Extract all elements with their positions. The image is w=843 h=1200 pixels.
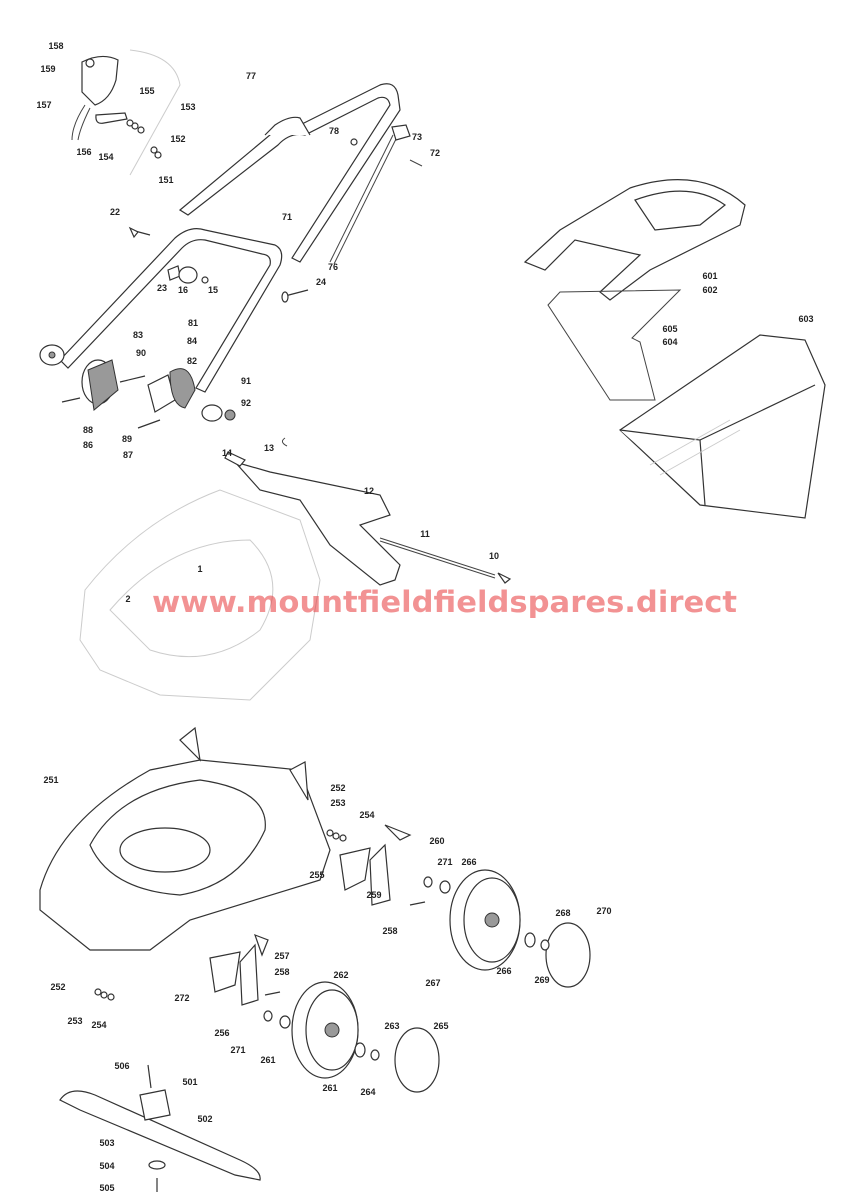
part-number-label: 601	[702, 271, 717, 281]
part-number-label: 261	[322, 1083, 337, 1093]
part-number-label: 255	[309, 870, 324, 880]
part-number-label: 153	[180, 102, 195, 112]
part-number-label: 71	[282, 212, 292, 222]
watermark-text: www.mountfieldfieldspares.direct	[152, 585, 737, 619]
part-number-label: 604	[662, 337, 677, 347]
part-number-label: 92	[241, 398, 251, 408]
part-number-label: 156	[76, 147, 91, 157]
part-number-label: 253	[67, 1016, 82, 1026]
part-number-label: 258	[274, 967, 289, 977]
part-number-label: 271	[437, 857, 452, 867]
part-number-label: 151	[158, 175, 173, 185]
part-number-label: 13	[264, 443, 274, 453]
part-number-label: 11	[420, 529, 430, 539]
handle-knobs	[39, 344, 236, 429]
part-number-label: 91	[241, 376, 251, 386]
part-number-label: 257	[274, 951, 289, 961]
part-number-label: 154	[98, 152, 113, 162]
throttle-lever	[71, 49, 181, 176]
small-hardware	[128, 124, 423, 303]
part-number-label: 12	[364, 486, 374, 496]
grass-bag-frame	[547, 289, 682, 401]
part-number-label: 89	[122, 434, 132, 444]
part-number-label: 254	[359, 810, 374, 820]
cable-rod	[329, 134, 398, 265]
part-number-label: 602	[702, 285, 717, 295]
part-number-label: 271	[230, 1045, 245, 1055]
part-number-label: 253	[330, 798, 345, 808]
part-number-label: 10	[489, 551, 499, 561]
part-number-label: 152	[170, 134, 185, 144]
part-number-label: 1	[197, 564, 202, 574]
part-number-label: 159	[40, 64, 55, 74]
grass-box	[619, 334, 826, 519]
part-number-label: 605	[662, 324, 677, 334]
cutting-blade	[59, 1064, 261, 1192]
part-number-label: 266	[461, 857, 476, 867]
rear-wheel	[423, 869, 591, 988]
part-number-label: 266	[496, 966, 511, 976]
part-number-label: 252	[330, 783, 345, 793]
part-number-label: 83	[133, 330, 143, 340]
part-number-label: 16	[178, 285, 188, 295]
part-number-label: 506	[114, 1061, 129, 1071]
part-number-label: 267	[425, 978, 440, 988]
part-number-label: 88	[83, 425, 93, 435]
rear-flap	[224, 437, 512, 586]
part-number-label: 22	[110, 207, 120, 217]
part-number-label: 86	[83, 440, 93, 450]
deck-outline-ghost	[79, 489, 321, 701]
part-number-label: 258	[382, 926, 397, 936]
part-number-label: 503	[99, 1138, 114, 1148]
part-number-label: 77	[246, 71, 256, 81]
part-number-label: 73	[412, 132, 422, 142]
part-number-label: 90	[136, 348, 146, 358]
part-number-label: 264	[360, 1087, 375, 1097]
part-number-label: 254	[91, 1020, 106, 1030]
mower-deck	[39, 726, 331, 951]
part-number-label: 82	[187, 356, 197, 366]
front-wheel	[263, 981, 440, 1093]
part-number-label: 272	[174, 993, 189, 1003]
part-number-label: 270	[596, 906, 611, 916]
part-number-label: 268	[555, 908, 570, 918]
height-adjusters	[94, 824, 426, 1006]
part-number-label: 262	[333, 970, 348, 980]
part-number-label: 84	[187, 336, 197, 346]
part-number-label: 158	[48, 41, 63, 51]
part-number-label: 78	[329, 126, 339, 136]
upper-handle	[178, 83, 401, 263]
part-number-label: 252	[50, 982, 65, 992]
part-number-label: 251	[43, 775, 58, 785]
part-number-label: 259	[366, 890, 381, 900]
part-number-label: 269	[534, 975, 549, 985]
part-number-label: 265	[433, 1021, 448, 1031]
part-number-label: 501	[182, 1077, 197, 1087]
part-number-label: 261	[260, 1055, 275, 1065]
part-number-label: 2	[125, 594, 130, 604]
part-number-label: 260	[429, 836, 444, 846]
part-number-label: 14	[222, 448, 232, 458]
part-number-label: 263	[384, 1021, 399, 1031]
part-number-label: 504	[99, 1161, 114, 1171]
part-number-label: 72	[430, 148, 440, 158]
part-number-label: 81	[188, 318, 198, 328]
part-number-label: 15	[208, 285, 218, 295]
part-number-label: 603	[798, 314, 813, 324]
part-number-label: 87	[123, 450, 133, 460]
part-number-label: 505	[99, 1183, 114, 1193]
part-number-label: 155	[139, 86, 154, 96]
part-number-label: 24	[316, 277, 326, 287]
part-number-label: 157	[36, 100, 51, 110]
grass-bag-top	[523, 179, 746, 301]
part-number-label: 23	[157, 283, 167, 293]
part-number-label: 502	[197, 1114, 212, 1124]
lower-handle	[59, 228, 283, 393]
part-number-label: 76	[328, 262, 338, 272]
part-number-label: 256	[214, 1028, 229, 1038]
